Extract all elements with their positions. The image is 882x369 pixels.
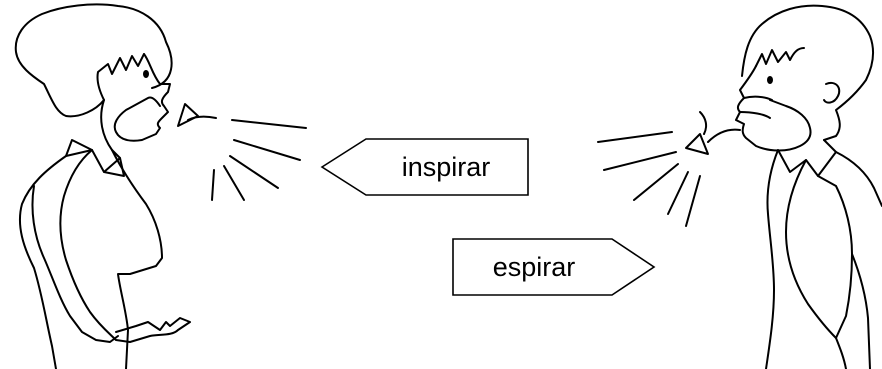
exhale-label: espirar [452,238,656,296]
left-person-torso [18,99,121,369]
left-person-hair [14,3,173,118]
left-person-eye [143,70,149,78]
right-person-arm [785,159,853,339]
inhale-arrow-box [320,138,529,196]
right-person-hairline [755,47,805,67]
right-person-arm-lower [835,253,871,369]
right-person-body-right [835,151,882,207]
left-person-arm [59,149,191,343]
right-person-eye [767,76,773,84]
right-person-collar [777,139,837,177]
right-person-mouth [739,95,773,119]
right-person-exhaling [735,4,882,369]
left-person-collar [65,139,125,177]
right-air-lines [597,111,741,227]
left-person-forearm [31,185,119,343]
right-person-hair [741,4,874,141]
right-person-ear [823,82,841,104]
left-person-inhaling [14,3,191,369]
left-person-face [113,53,171,142]
inhale-label: inspirar [320,138,529,196]
left-person-body-right [111,149,163,369]
right-person-face [735,65,812,152]
left-air-lines [177,103,307,201]
right-person-torso [765,149,779,369]
exhale-arrow-box [452,238,656,296]
inhale-text: inspirar [402,152,491,182]
exhale-text: espirar [493,252,576,282]
